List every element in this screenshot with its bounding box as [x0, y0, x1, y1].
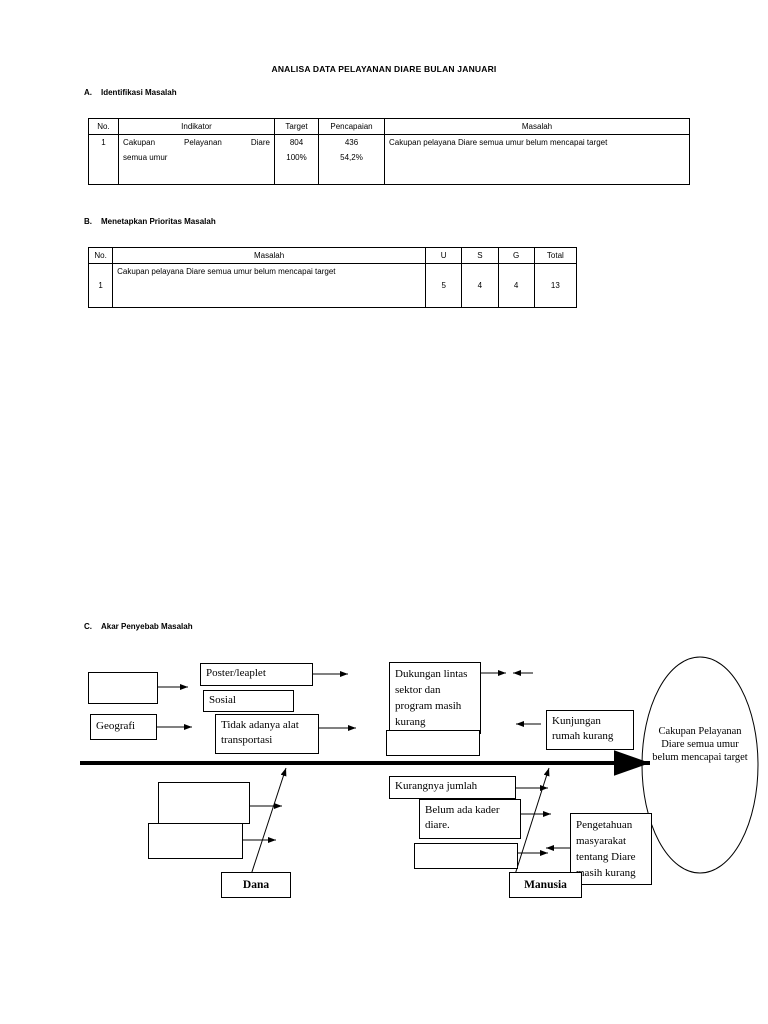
section-c-title: Akar Penyebab Masalah	[101, 622, 193, 631]
table-identifikasi-masalah: No. Indikator Target Pencapaian Masalah …	[88, 118, 690, 185]
table-row: No. Masalah U S G Total	[87, 247, 578, 264]
box-kunjungan-rumah: Kunjungan rumah kurang	[546, 710, 634, 750]
table-a-cell-indikator: Cakupan Pelayanan Diare semua umur	[118, 134, 275, 185]
fishbone-diagram: Geografi Poster/leaplet Sosial Tidak ada…	[0, 640, 768, 930]
target-percent: 100%	[286, 153, 307, 162]
box-pengetahuan-masyarakat: Pengetahuan masyarakat tentang Diare mas…	[570, 813, 652, 885]
box-empty-lower-left-2	[148, 823, 243, 859]
box-sosial: Sosial	[203, 690, 294, 712]
box-empty-lower-left-1	[158, 782, 250, 824]
table-b-header-s: S	[461, 247, 499, 264]
table-b-header-u: U	[425, 247, 463, 264]
table-row: 1 Cakupan Pelayanan Diare semua umur 804…	[88, 134, 690, 185]
section-b-letter: B.	[84, 217, 92, 226]
table-b-header-g: G	[497, 247, 535, 264]
box-empty-top-left	[88, 672, 158, 704]
box-geografi: Geografi	[90, 714, 157, 740]
section-b-title: Menetapkan Prioritas Masalah	[101, 217, 216, 226]
pencapaian-percent: 54,2%	[340, 153, 363, 162]
table-b-header-masalah: Masalah	[112, 247, 427, 264]
table-b-cell-g: 4	[497, 263, 535, 308]
section-a-title: Identifikasi Masalah	[101, 88, 177, 97]
box-empty-under-dukungan	[386, 730, 480, 756]
table-a-cell-pencapaian: 436 54,2%	[318, 134, 385, 185]
table-b-cell-s: 4	[461, 263, 499, 308]
box-belum-ada-kader: Belum ada kader diare.	[419, 799, 521, 839]
table-b-cell-masalah: Cakupan pelayana Diare semua umur belum …	[112, 263, 427, 308]
effect-ellipse	[641, 656, 759, 874]
rib-dana	[247, 767, 287, 885]
table-b-header-total: Total	[533, 247, 578, 264]
table-b-header-no: No.	[87, 247, 114, 264]
effect-text: Cakupan Pelayanan Diare semua umur belum…	[652, 726, 748, 763]
box-empty-lower-mid	[414, 843, 518, 869]
table-a-header-masalah: Masalah	[384, 118, 690, 135]
table-b-cell-u: 5	[425, 263, 463, 308]
table-prioritas-masalah: No. Masalah U S G Total 1 Cakupan pelaya…	[87, 247, 578, 308]
table-row: 1 Cakupan pelayana Diare semua umur belu…	[87, 263, 578, 308]
table-a-header-target: Target	[274, 118, 319, 135]
table-a-header-pencapaian: Pencapaian	[318, 118, 385, 135]
label-manusia: Manusia	[509, 872, 582, 898]
section-a-heading: A. Identifikasi Masalah	[84, 88, 177, 97]
pencapaian-value: 436	[344, 138, 359, 147]
table-b-cell-total: 13	[533, 263, 578, 308]
page-title: ANALISA DATA PELAYANAN DIARE BULAN JANUA…	[271, 64, 497, 74]
table-a-cell-masalah: Cakupan pelayana Diare semua umur belum …	[384, 134, 690, 185]
table-a-header-indikator: Indikator	[118, 118, 275, 135]
table-b-cell-no: 1	[87, 263, 114, 308]
table-a-cell-target: 804 100%	[274, 134, 319, 185]
section-a-letter: A.	[84, 88, 92, 97]
table-row: No. Indikator Target Pencapaian Masalah	[88, 118, 690, 135]
indikator-line-1: Cakupan Pelayanan Diare	[123, 138, 270, 147]
target-value: 804	[289, 138, 304, 147]
section-b-heading: B. Menetapkan Prioritas Masalah	[84, 217, 216, 226]
section-c-letter: C.	[84, 622, 92, 631]
section-c-heading: C. Akar Penyebab Masalah	[84, 622, 193, 631]
box-kurangnya-jumlah: Kurangnya jumlah	[389, 776, 516, 799]
indikator-line-2: semua umur	[123, 153, 168, 162]
box-transportasi: Tidak adanya alat transportasi	[215, 714, 319, 754]
fishbone-lines	[80, 656, 759, 885]
box-poster-leaplet: Poster/leaplet	[200, 663, 313, 686]
table-a-header-no: No.	[88, 118, 119, 135]
box-dukungan-lintas-sektor: Dukungan lintas sektor dan program masih…	[389, 662, 481, 734]
table-a-cell-no: 1	[88, 134, 119, 185]
label-dana: Dana	[221, 872, 291, 898]
